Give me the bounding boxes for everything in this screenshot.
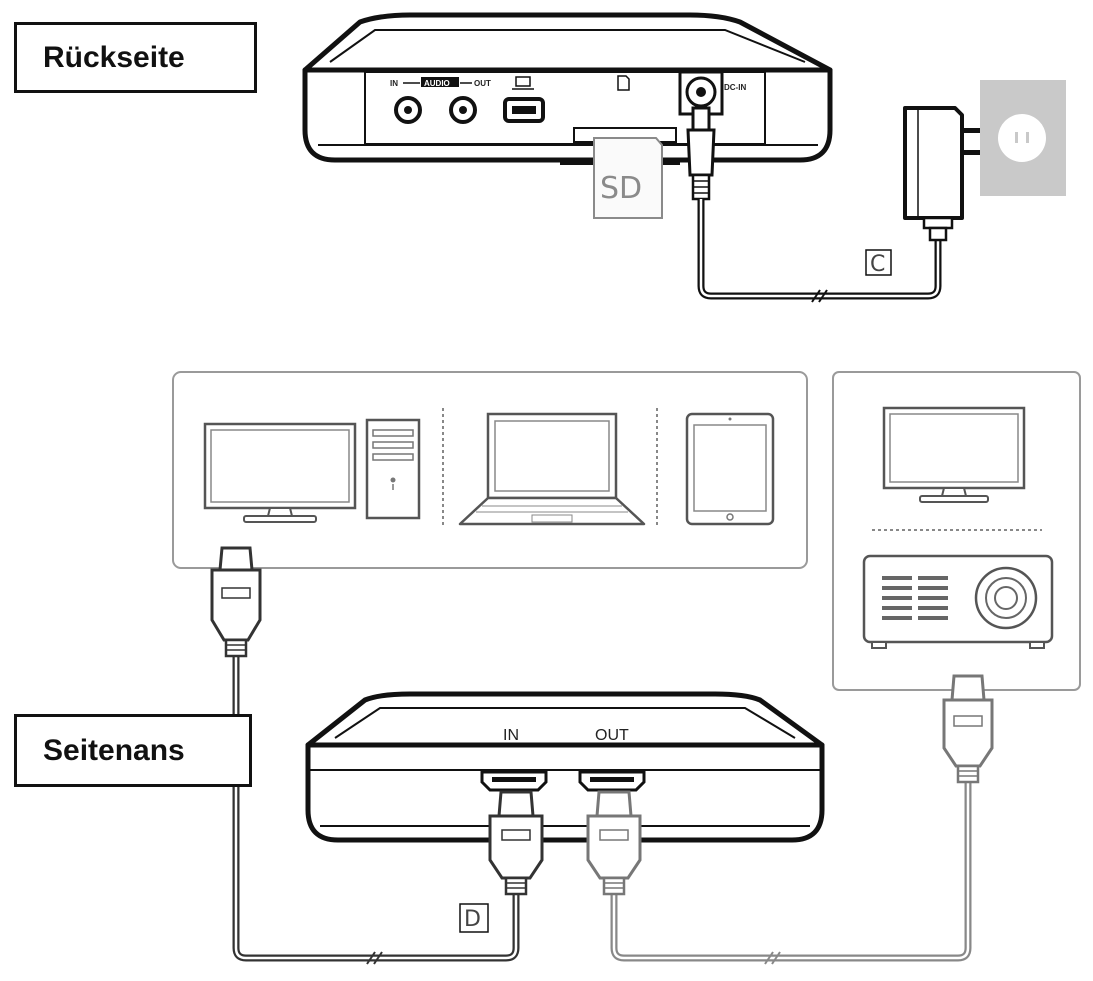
dc-power-plug [686, 106, 716, 201]
output-devices-panel [832, 371, 1081, 691]
audio-in-port [394, 96, 422, 124]
hdmi-cable-tag: D [459, 903, 489, 933]
usb-port [503, 97, 545, 123]
hdmi-plug-device-out [586, 790, 642, 896]
dc-in-label: DC-IN [724, 83, 746, 92]
hdmi-input-cable [232, 655, 520, 965]
back-view-label: Rückseite [14, 22, 257, 93]
hdmi-out-port [578, 770, 646, 792]
audio-title-label: AUDIO [424, 79, 450, 88]
hdmi-plug-device-in [488, 790, 544, 896]
power-adapter [903, 106, 984, 242]
power-cable [697, 199, 942, 303]
laptop-icon [458, 412, 646, 526]
usb-icon [512, 76, 534, 90]
desktop-computer-icon [203, 418, 421, 523]
source-devices-panel [172, 371, 808, 569]
audio-out-label: OUT [474, 79, 491, 88]
hdmi-in-port [480, 770, 548, 792]
hdmi-plug-display [942, 674, 994, 784]
sd-slot-icon [617, 75, 630, 91]
back-view-device: IN AUDIO OUT DC-IN [302, 12, 833, 165]
hdmi-out-label: OUT [595, 727, 629, 744]
tablet-icon [685, 412, 775, 526]
wall-outlet [980, 80, 1066, 196]
side-view-device: IN OUT [305, 691, 825, 843]
hdmi-cable-tag-label: D [464, 907, 481, 932]
power-cable-tag-label: C [870, 252, 885, 277]
monitor-icon [882, 406, 1026, 503]
projector-icon [862, 554, 1054, 649]
power-cable-tag: C [865, 249, 892, 277]
hdmi-output-cable [610, 780, 972, 965]
audio-out-port [449, 96, 477, 124]
hdmi-in-label: IN [503, 727, 519, 744]
sd-card-label: SD [600, 171, 642, 206]
sd-card: SD [573, 127, 677, 219]
side-view-label: Seitenans [14, 714, 252, 787]
audio-in-label: IN [390, 79, 398, 88]
hdmi-plug-source [210, 546, 262, 658]
